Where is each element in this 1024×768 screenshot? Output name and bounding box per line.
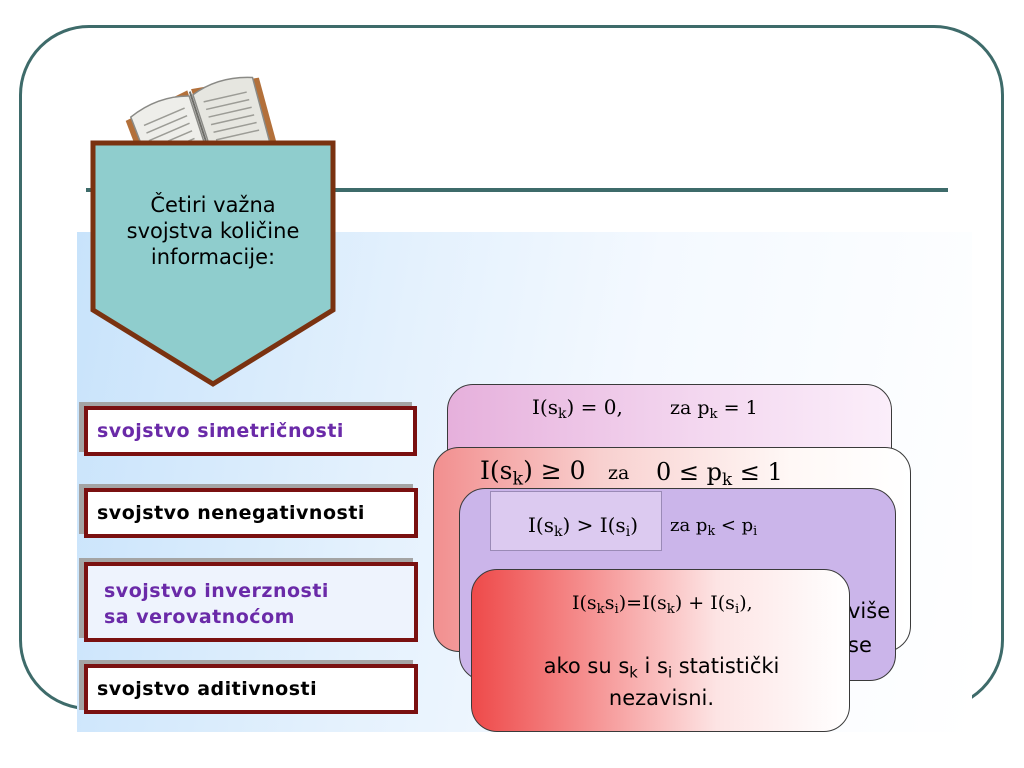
additive-formula: I(sksi)=I(sk) + I(si), (572, 592, 753, 617)
symmetry-condition: za pk = 1 (670, 397, 758, 422)
inverse-formula-box (490, 491, 662, 551)
title-divider (86, 188, 948, 192)
shield-title: Četiri važna svojstva količine informaci… (126, 193, 300, 269)
shield-shape (90, 140, 336, 387)
inverse-condition: za pk < pi (670, 515, 758, 538)
property-additivity-label: svojstvo aditivnosti (97, 678, 318, 700)
symmetry-formula: I(sk) = 0, (532, 395, 623, 423)
card-additivity: I(sksi)=I(sk) + I(si), ako su sk i si st… (471, 569, 850, 732)
inverse-text-fragment-1: više (848, 599, 891, 623)
property-nonnegativity-label: svojstvo nenegativnosti (97, 502, 365, 524)
inverse-text-fragment-2: se (848, 633, 872, 657)
property-inverse-line2: sa verovatnoćom (104, 606, 295, 628)
nonneg-za: za (608, 462, 630, 484)
additive-condition-line2: nezavisni. (608, 686, 715, 710)
property-inverse[interactable]: svojstvo inverznosti sa verovatnoćom (84, 562, 418, 642)
property-symmetry[interactable]: svojstvo simetričnosti (84, 406, 417, 456)
nonneg-formula: I(sk) ≥ 0 (480, 456, 586, 490)
inverse-formula: I(sk) > I(si) (528, 513, 638, 541)
nonneg-range: 0 ≤ pk ≤ 1 (656, 458, 783, 490)
property-inverse-line1: svojstvo inverznosti (104, 580, 329, 602)
additive-condition-line1: ako su sk i si statistički (543, 654, 780, 682)
property-additivity[interactable]: svojstvo aditivnosti (84, 664, 418, 714)
property-nonnegativity[interactable]: svojstvo nenegativnosti (84, 488, 418, 538)
property-symmetry-label: svojstvo simetričnosti (97, 420, 344, 442)
